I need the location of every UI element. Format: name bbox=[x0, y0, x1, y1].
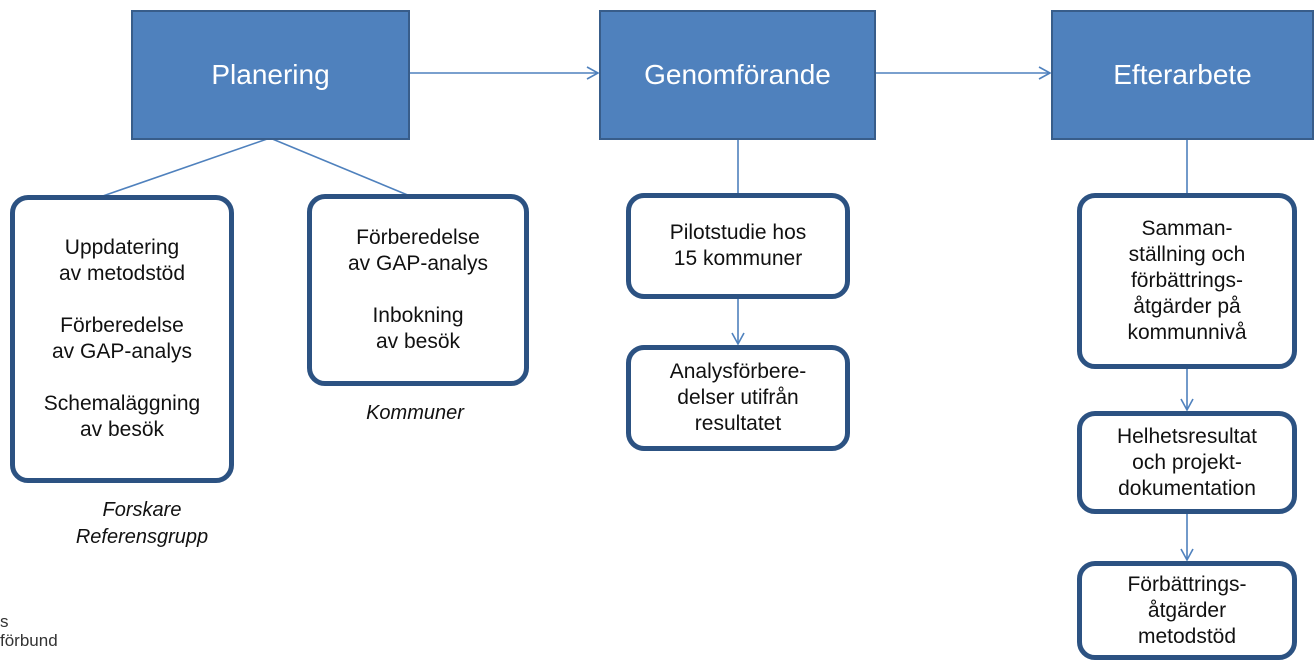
task-line: delser utifrån bbox=[677, 386, 799, 409]
task-line: av besök bbox=[79, 418, 165, 441]
caption-line: Forskare bbox=[102, 499, 182, 521]
task-line: Analysförbere- bbox=[669, 360, 807, 383]
logo-line: s bbox=[0, 612, 9, 631]
task-line: Pilotstudie hos bbox=[669, 221, 807, 244]
task-line: förbättrings- bbox=[1130, 269, 1244, 292]
task-line: av GAP-analys bbox=[347, 252, 489, 275]
task-line: av GAP-analys bbox=[51, 340, 193, 363]
task-line: Uppdatering bbox=[64, 236, 180, 259]
task-line: metodstöd bbox=[1137, 624, 1237, 648]
logo-line: förbund bbox=[0, 631, 58, 650]
task-line: Förbättrings- bbox=[1127, 572, 1247, 596]
task-line: 15 kommuner bbox=[673, 247, 803, 270]
task-line: Helhetsresultat bbox=[1116, 424, 1258, 448]
caption-line: Referensgrupp bbox=[75, 526, 209, 548]
task-line: Inbokning bbox=[372, 304, 464, 327]
line-planering-to-box1 bbox=[99, 137, 271, 198]
caption-line: Kommuner bbox=[366, 402, 464, 424]
task-line: dokumentation bbox=[1118, 476, 1256, 500]
task-box-helhetsresultat: Helhetsresultat och projekt- dokumentati… bbox=[1077, 411, 1297, 514]
task-line: kommunnivå bbox=[1127, 321, 1247, 344]
task-box-sammanstallning: Samman- ställning och förbättrings- åtgä… bbox=[1077, 193, 1297, 369]
task-box-planering-forskare: Uppdatering av metodstöd Förberedelse av… bbox=[10, 195, 234, 483]
phase-planering: Planering bbox=[131, 10, 410, 140]
caption-kommuner: Kommuner bbox=[340, 400, 490, 427]
task-line: åtgärder bbox=[1147, 598, 1227, 622]
task-line: Schemaläggning bbox=[43, 392, 201, 415]
task-box-analysforberedelser: Analysförbere- delser utifrån resultatet bbox=[626, 345, 850, 451]
task-box-forbattringsatgarder-metodstod: Förbättrings- åtgärder metodstöd bbox=[1077, 561, 1297, 660]
task-line: åtgärder på bbox=[1133, 295, 1241, 318]
task-box-planering-kommuner: Förberedelse av GAP-analys Inbokning av … bbox=[307, 194, 529, 386]
task-box-pilotstudie: Pilotstudie hos 15 kommuner bbox=[626, 193, 850, 299]
phase-efterarbete: Efterarbete bbox=[1051, 10, 1314, 140]
caption-forskare-referensgrupp: Forskare Referensgrupp bbox=[62, 497, 222, 551]
task-line: resultatet bbox=[694, 412, 782, 435]
task-line: av metodstöd bbox=[58, 262, 186, 285]
logo-text: s förbund bbox=[0, 612, 58, 650]
task-line: av besök bbox=[375, 330, 461, 353]
task-line: Förberedelse bbox=[356, 226, 480, 249]
task-line: ställning och bbox=[1128, 243, 1246, 266]
phase-genomforande: Genomförande bbox=[599, 10, 876, 140]
task-line: Förberedelse bbox=[60, 314, 184, 337]
task-line: och projekt- bbox=[1132, 450, 1242, 474]
task-line: Samman- bbox=[1141, 217, 1233, 240]
line-planering-to-box2 bbox=[269, 137, 411, 197]
